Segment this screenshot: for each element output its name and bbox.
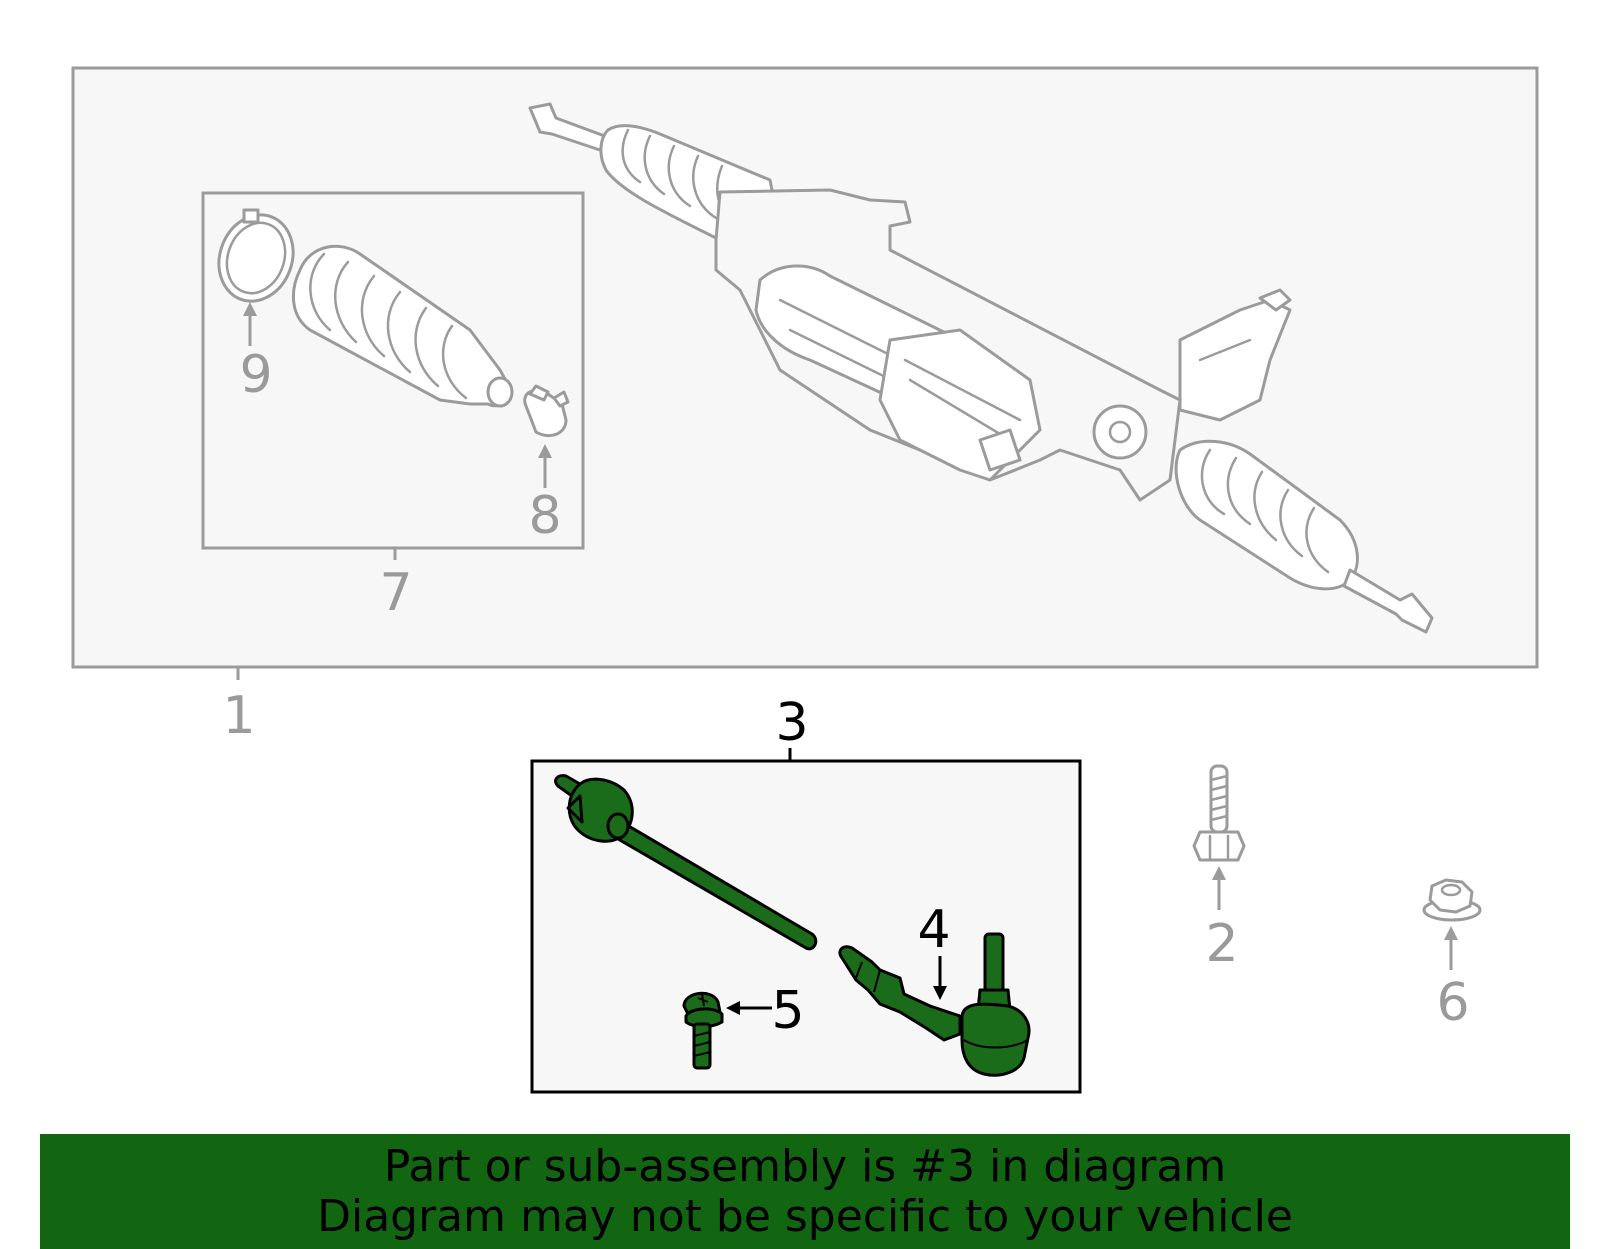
callout-4: 4 (917, 900, 950, 960)
callout-2: 2 (1205, 914, 1238, 974)
callout-6: 6 (1436, 973, 1469, 1033)
callout-4-arrowhead (933, 986, 947, 1000)
callout-5: 5 (771, 981, 804, 1041)
callout-1: 1 (222, 686, 255, 746)
callout-6-arrowhead (1444, 926, 1458, 940)
mounting-bolt-illustration (1192, 764, 1246, 862)
outer-tie-rod-end-illustration (838, 932, 1031, 1077)
callout-8-arrowhead (538, 444, 552, 458)
clamp-ring-illustration (217, 208, 295, 303)
callout-9: 9 (239, 345, 272, 405)
bolt-illustration (682, 991, 724, 1070)
callout-9-arrowhead (243, 302, 257, 316)
info-banner: Part or sub-assembly is #3 in diagram Di… (40, 1134, 1570, 1249)
bellows-boot-illustration (291, 244, 514, 408)
callout-3: 3 (775, 693, 808, 753)
small-clamp-illustration (523, 384, 570, 437)
callout-8: 8 (528, 486, 561, 546)
banner-line-disclaimer: Diagram may not be specific to your vehi… (317, 1190, 1293, 1242)
flange-nut-illustration (1422, 878, 1482, 922)
banner-line-part: Part or sub-assembly is #3 in diagram (383, 1140, 1227, 1192)
callout-7: 7 (379, 563, 412, 623)
callout-5-arrowhead (726, 1001, 740, 1015)
callout-2-arrowhead (1212, 866, 1226, 880)
steering-rack-illustration (528, 102, 1434, 634)
boot-kit-frame (201, 191, 585, 550)
inner-tie-rod-illustration (554, 774, 818, 951)
